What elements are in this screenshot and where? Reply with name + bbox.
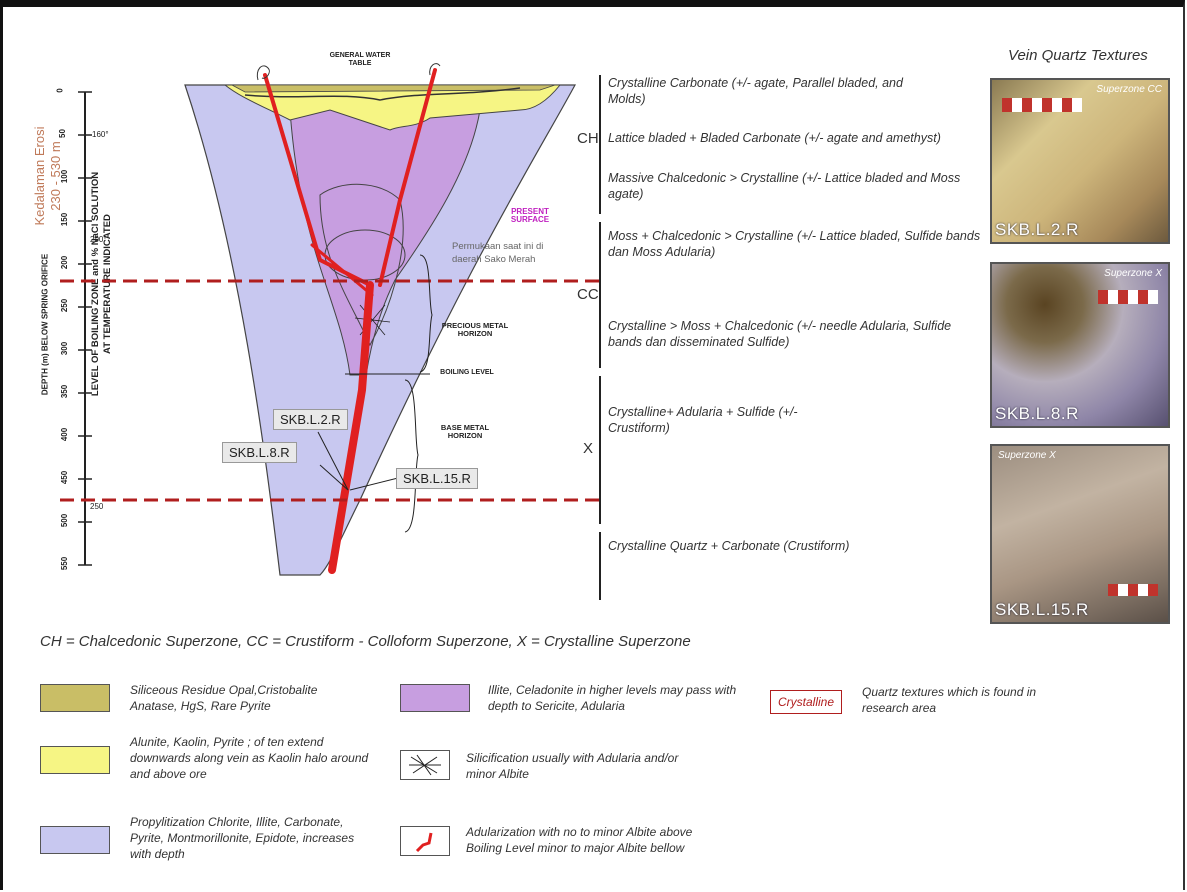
legend-text-silicification: Silicification usually with Adularia and… xyxy=(466,750,686,782)
zone-label-cc: CC xyxy=(577,286,599,303)
depth-tick-label: 150 xyxy=(60,213,69,226)
legend-text-adularization: Adularization with no to minor Albite ab… xyxy=(466,824,726,856)
photo-superzone-label: Superzone CC xyxy=(1096,84,1162,95)
legend-swatch-alunite xyxy=(40,746,110,774)
scale-bar-icon xyxy=(1108,584,1158,596)
vein-quartz-title: Vein Quartz Textures xyxy=(1008,47,1148,64)
depth-tick-label: 300 xyxy=(60,342,69,355)
depth-tick-label: 550 xyxy=(60,557,69,570)
texture-desc-3: Massive Chalcedonic > Crystalline (+/- L… xyxy=(608,170,988,202)
legend-swatch-silicification xyxy=(400,750,450,780)
zone-label-ch: CH xyxy=(577,130,599,147)
texture-desc-4: Moss + Chalcedonic > Crystalline (+/- La… xyxy=(608,228,988,260)
depth-tick-label: 350 xyxy=(60,385,69,398)
temperature-label-160: 160° xyxy=(92,130,109,139)
scale-bar-icon xyxy=(1002,98,1082,112)
legend-swatch-adularization xyxy=(400,826,450,856)
depth-tick-label: 100 xyxy=(60,170,69,183)
legend-text-siliceous: Siliceous Residue Opal,Cristobalite Anat… xyxy=(130,682,360,714)
legend-crystalline-box: Crystalline xyxy=(770,690,842,714)
legend-swatch-illite xyxy=(400,684,470,712)
photo-superzone-label: Superzone X xyxy=(998,450,1056,461)
depth-tick-label: 500 xyxy=(60,514,69,527)
legend-text-propylitic: Propylitization Chlorite, Illite, Carbon… xyxy=(130,814,370,862)
photo-label: SKB.L.8.R xyxy=(995,404,1079,424)
sample-label-skb-l-8-r: SKB.L.8.R xyxy=(222,442,297,463)
photo-skb-l-15-r: Superzone X SKB.L.15.R xyxy=(990,444,1170,624)
present-surface-label: PRESENT SURFACE xyxy=(500,208,560,224)
base-metal-brace xyxy=(405,380,418,532)
legend-text-alunite: Alunite, Kaolin, Pyrite ; of ten extend … xyxy=(130,734,370,782)
texture-desc-1: Crystalline Carbonate (+/- agate, Parall… xyxy=(608,75,928,107)
photo-superzone-label: Superzone X xyxy=(1104,268,1162,279)
depth-tick-label: 50 xyxy=(58,129,67,138)
depth-tick-label: 250 xyxy=(60,299,69,312)
legend-text-illite: Illite, Celadonite in higher levels may … xyxy=(488,682,738,714)
crosshatch-icon xyxy=(401,751,449,779)
boiling-level-label: BOILING LEVEL xyxy=(432,369,502,377)
texture-desc-2: Lattice bladed + Bladed Carbonate (+/- a… xyxy=(608,130,988,146)
legend-text-crystalline: Quartz textures which is found in resear… xyxy=(862,684,1072,716)
precious-metal-label: PRECIOUS METAL HORIZON xyxy=(435,322,515,338)
sample-label-skb-l-2-r: SKB.L.2.R xyxy=(273,409,348,430)
texture-desc-6: Crystalline+ Adularia + Sulfide (+/- Cru… xyxy=(608,404,828,436)
photo-label: SKB.L.15.R xyxy=(995,600,1089,620)
depth-tick-label: 0 xyxy=(56,88,65,92)
zone-label-x: X xyxy=(583,440,593,457)
photo-label: SKB.L.2.R xyxy=(995,220,1079,240)
red-vein-icon xyxy=(401,827,449,855)
temperature-label-250: 250 xyxy=(90,502,103,511)
depth-tick-label: 400 xyxy=(60,428,69,441)
temperature-label-200: 200° xyxy=(90,235,107,244)
photo-skb-l-8-r: Superzone X SKB.L.8.R xyxy=(990,262,1170,428)
depth-tick-label: 450 xyxy=(60,471,69,484)
present-surface-note: Permukaan saat ini di daerah Sako Merah xyxy=(452,240,572,266)
texture-desc-7: Crystalline Quartz + Carbonate (Crustifo… xyxy=(608,538,988,554)
abbreviations-note: CH = Chalcedonic Superzone, CC = Crustif… xyxy=(40,633,691,650)
depth-tick-label: 200 xyxy=(60,256,69,269)
water-table-label: GENERAL WATER TABLE xyxy=(325,52,395,68)
scale-bar-icon xyxy=(1098,290,1158,304)
base-metal-label: BASE METAL HORIZON xyxy=(435,424,495,440)
legend-swatch-propylitic xyxy=(40,826,110,854)
texture-desc-5: Crystalline > Moss + Chalcedonic (+/- ne… xyxy=(608,318,988,350)
sample-label-skb-l-15-r: SKB.L.15.R xyxy=(396,468,478,489)
legend-swatch-siliceous xyxy=(40,684,110,712)
photo-skb-l-2-r: Superzone CC SKB.L.2.R xyxy=(990,78,1170,244)
